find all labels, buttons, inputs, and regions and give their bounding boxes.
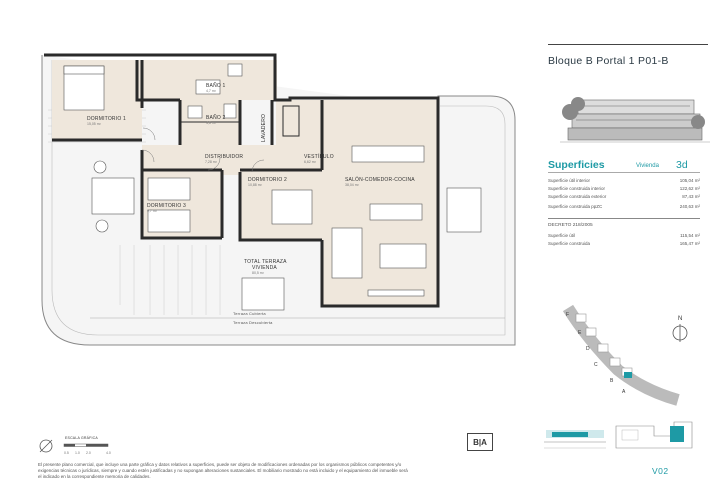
sofa — [379, 243, 427, 269]
superficies-title: Superficies — [548, 159, 605, 171]
key-letter: A — [622, 389, 626, 395]
room-area-distribuidor: 7,28 m² — [205, 160, 217, 164]
page-title: Bloque B Portal 1 P01-B — [548, 55, 669, 67]
room-area-dormitorio1: 15,05 m² — [87, 122, 101, 126]
bed-3b — [147, 209, 191, 233]
terrace-sofa — [91, 177, 135, 215]
superficie-label: Superficie construida ppZC — [548, 204, 603, 209]
decreto-row: Superficie construida 165,47 m² — [548, 241, 700, 246]
room-label-dormitorio3: DORMITORIO 3 — [147, 203, 186, 209]
terrace-table — [446, 187, 482, 233]
scale-label: ESCALA GRÁFICA — [65, 436, 98, 440]
dining-table — [331, 227, 363, 279]
room-area-dormitorio3: 9,7 m² — [147, 209, 157, 213]
room-label-bano2: BAÑO 2 — [206, 115, 226, 121]
room-label-dormitorio1: DORMITORIO 1 — [87, 116, 126, 122]
selected-block — [624, 372, 632, 378]
scale-bar — [39, 439, 109, 453]
header-divider — [548, 44, 708, 45]
north-arrow-icon — [672, 324, 688, 342]
location-section-thumbnail — [544, 430, 606, 449]
superficie-value: 122,62 m² — [679, 186, 700, 191]
disclaimer-line: exigencias técnicas o jurídicas, siempre… — [38, 468, 408, 473]
loungers — [241, 277, 285, 311]
superficie-value: 105,04 m² — [679, 178, 700, 183]
room-area-vestibulo: 6,62 m² — [304, 160, 316, 164]
label-terraza-cubierta: Terraza Cubierta — [233, 311, 266, 316]
decreto-value: 115,54 m² — [680, 233, 700, 238]
room-label-lavadero: LAVADERO — [261, 113, 267, 142]
room-label-salon: SALÓN-COMEDOR-COCINA — [345, 177, 415, 183]
thin-walls — [180, 105, 300, 137]
superficie-value: 240,63 m² — [679, 204, 700, 209]
key-letter: C — [594, 362, 598, 368]
walls — [44, 53, 440, 308]
room-label-bano1: BAÑO 1 — [206, 83, 226, 89]
superficie-row: Superficie útil interior 105,04 m² — [548, 178, 700, 183]
vivienda-label: Vivienda — [636, 163, 659, 169]
decreto-title: DECRETO 218/2005 — [548, 223, 593, 228]
superficie-label: Superficie construida interior — [548, 186, 606, 191]
key-letter: E — [578, 330, 582, 336]
key-letter: F — [566, 312, 570, 318]
disclaimer-line: el indicado en la correspondiente memori… — [38, 474, 151, 479]
superficies-divider — [548, 172, 700, 173]
room-label-vestibulo: VESTÍBULO — [304, 154, 334, 160]
room-label-terraza-total: TOTAL TERRAZA — [244, 259, 287, 265]
superficie-row: Superficie construida exterior 87,43 m² — [548, 194, 700, 199]
bed-3a — [147, 177, 191, 201]
room-label-distribuidor: DISTRIBUIDOR — [205, 154, 244, 160]
room-label-dormitorio2: DORMITORIO 2 — [248, 177, 287, 183]
room-area-terraza: 80,5 m² — [252, 271, 264, 275]
scale-tick: 0.5 — [64, 451, 69, 455]
superficie-label: Superficie útil interior — [548, 178, 591, 183]
plan-code: V02 — [652, 466, 669, 476]
kitchen-island — [369, 203, 423, 221]
superficie-row: Superficie construida ppZC 240,63 m² — [548, 204, 700, 209]
location-plan-thumbnail — [615, 421, 693, 449]
north-label: N — [678, 316, 683, 322]
room-area-bano2: 4,6 m² — [206, 121, 216, 125]
furniture — [63, 63, 482, 311]
key-letter: B — [610, 378, 614, 384]
scale-tick: 4.0 — [106, 451, 111, 455]
room-area-bano1: 4,7 m² — [206, 89, 216, 93]
floor-plan — [41, 53, 516, 346]
terrace-inner-outline — [51, 60, 506, 336]
decreto-label: Superficie construida — [548, 241, 591, 246]
decreto-divider — [548, 218, 700, 219]
building-illustration — [560, 97, 710, 143]
room-sublabel-terraza: VIVIENDA — [252, 265, 277, 271]
site-key-map — [562, 304, 680, 406]
key-letter: D — [586, 346, 590, 352]
room-area-salon: 38,04 m² — [345, 183, 359, 187]
door-swings — [141, 127, 265, 173]
decreto-value: 165,47 m² — [679, 241, 700, 246]
decreto-label: Superficie útil — [548, 233, 576, 238]
superficie-value: 87,43 m² — [682, 194, 700, 199]
scale-tick: 1.0 — [75, 451, 80, 455]
legal-disclaimer: El presente plano comercial, que incluye… — [38, 462, 538, 480]
scale-tick: 2.0 — [86, 451, 91, 455]
room-area-dormitorio2: 10,88 m² — [248, 183, 262, 187]
decreto-row: Superficie útil 115,54 m² — [548, 233, 700, 238]
tv-unit — [367, 289, 425, 297]
kitchen-counter — [351, 145, 425, 163]
bathtub — [195, 79, 221, 95]
energy-rating-badge: B|A — [467, 433, 493, 451]
energy-rating-label: B|A — [473, 437, 487, 447]
superficie-row: Superficie construida interior 122,62 m² — [548, 186, 700, 191]
disclaimer-line: El presente plano comercial, que incluye… — [38, 462, 402, 467]
superficie-label: Superficie construida exterior — [548, 194, 607, 199]
vivienda-code: 3d — [676, 159, 688, 171]
label-terraza-descubierta: Terraza Descubierta — [233, 320, 273, 325]
bed-2 — [271, 189, 313, 225]
